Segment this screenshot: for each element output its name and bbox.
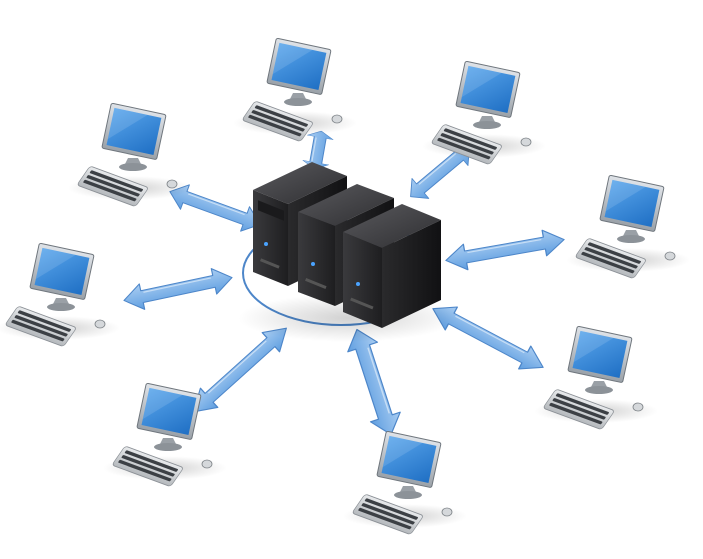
workstation-top-left <box>67 102 193 208</box>
desktop-computer-icon <box>0 242 121 348</box>
desktop-computer-icon <box>232 37 358 143</box>
workstation-bottom <box>342 430 468 536</box>
workstation-top <box>232 37 358 143</box>
desktop-computer-icon <box>67 102 193 208</box>
workstation-top-right <box>421 60 547 166</box>
connection-arrow-left <box>120 264 236 314</box>
desktop-computer-icon <box>565 174 691 280</box>
desktop-computer-icon <box>533 325 659 431</box>
server-cluster <box>238 162 458 342</box>
workstation-right-lower <box>533 325 659 431</box>
workstation-right <box>565 174 691 280</box>
connection-arrow-right <box>442 226 568 274</box>
workstation-left <box>0 242 121 348</box>
desktop-computer-icon <box>342 430 468 536</box>
server-tower-icon <box>343 204 441 328</box>
desktop-computer-icon <box>421 60 547 166</box>
